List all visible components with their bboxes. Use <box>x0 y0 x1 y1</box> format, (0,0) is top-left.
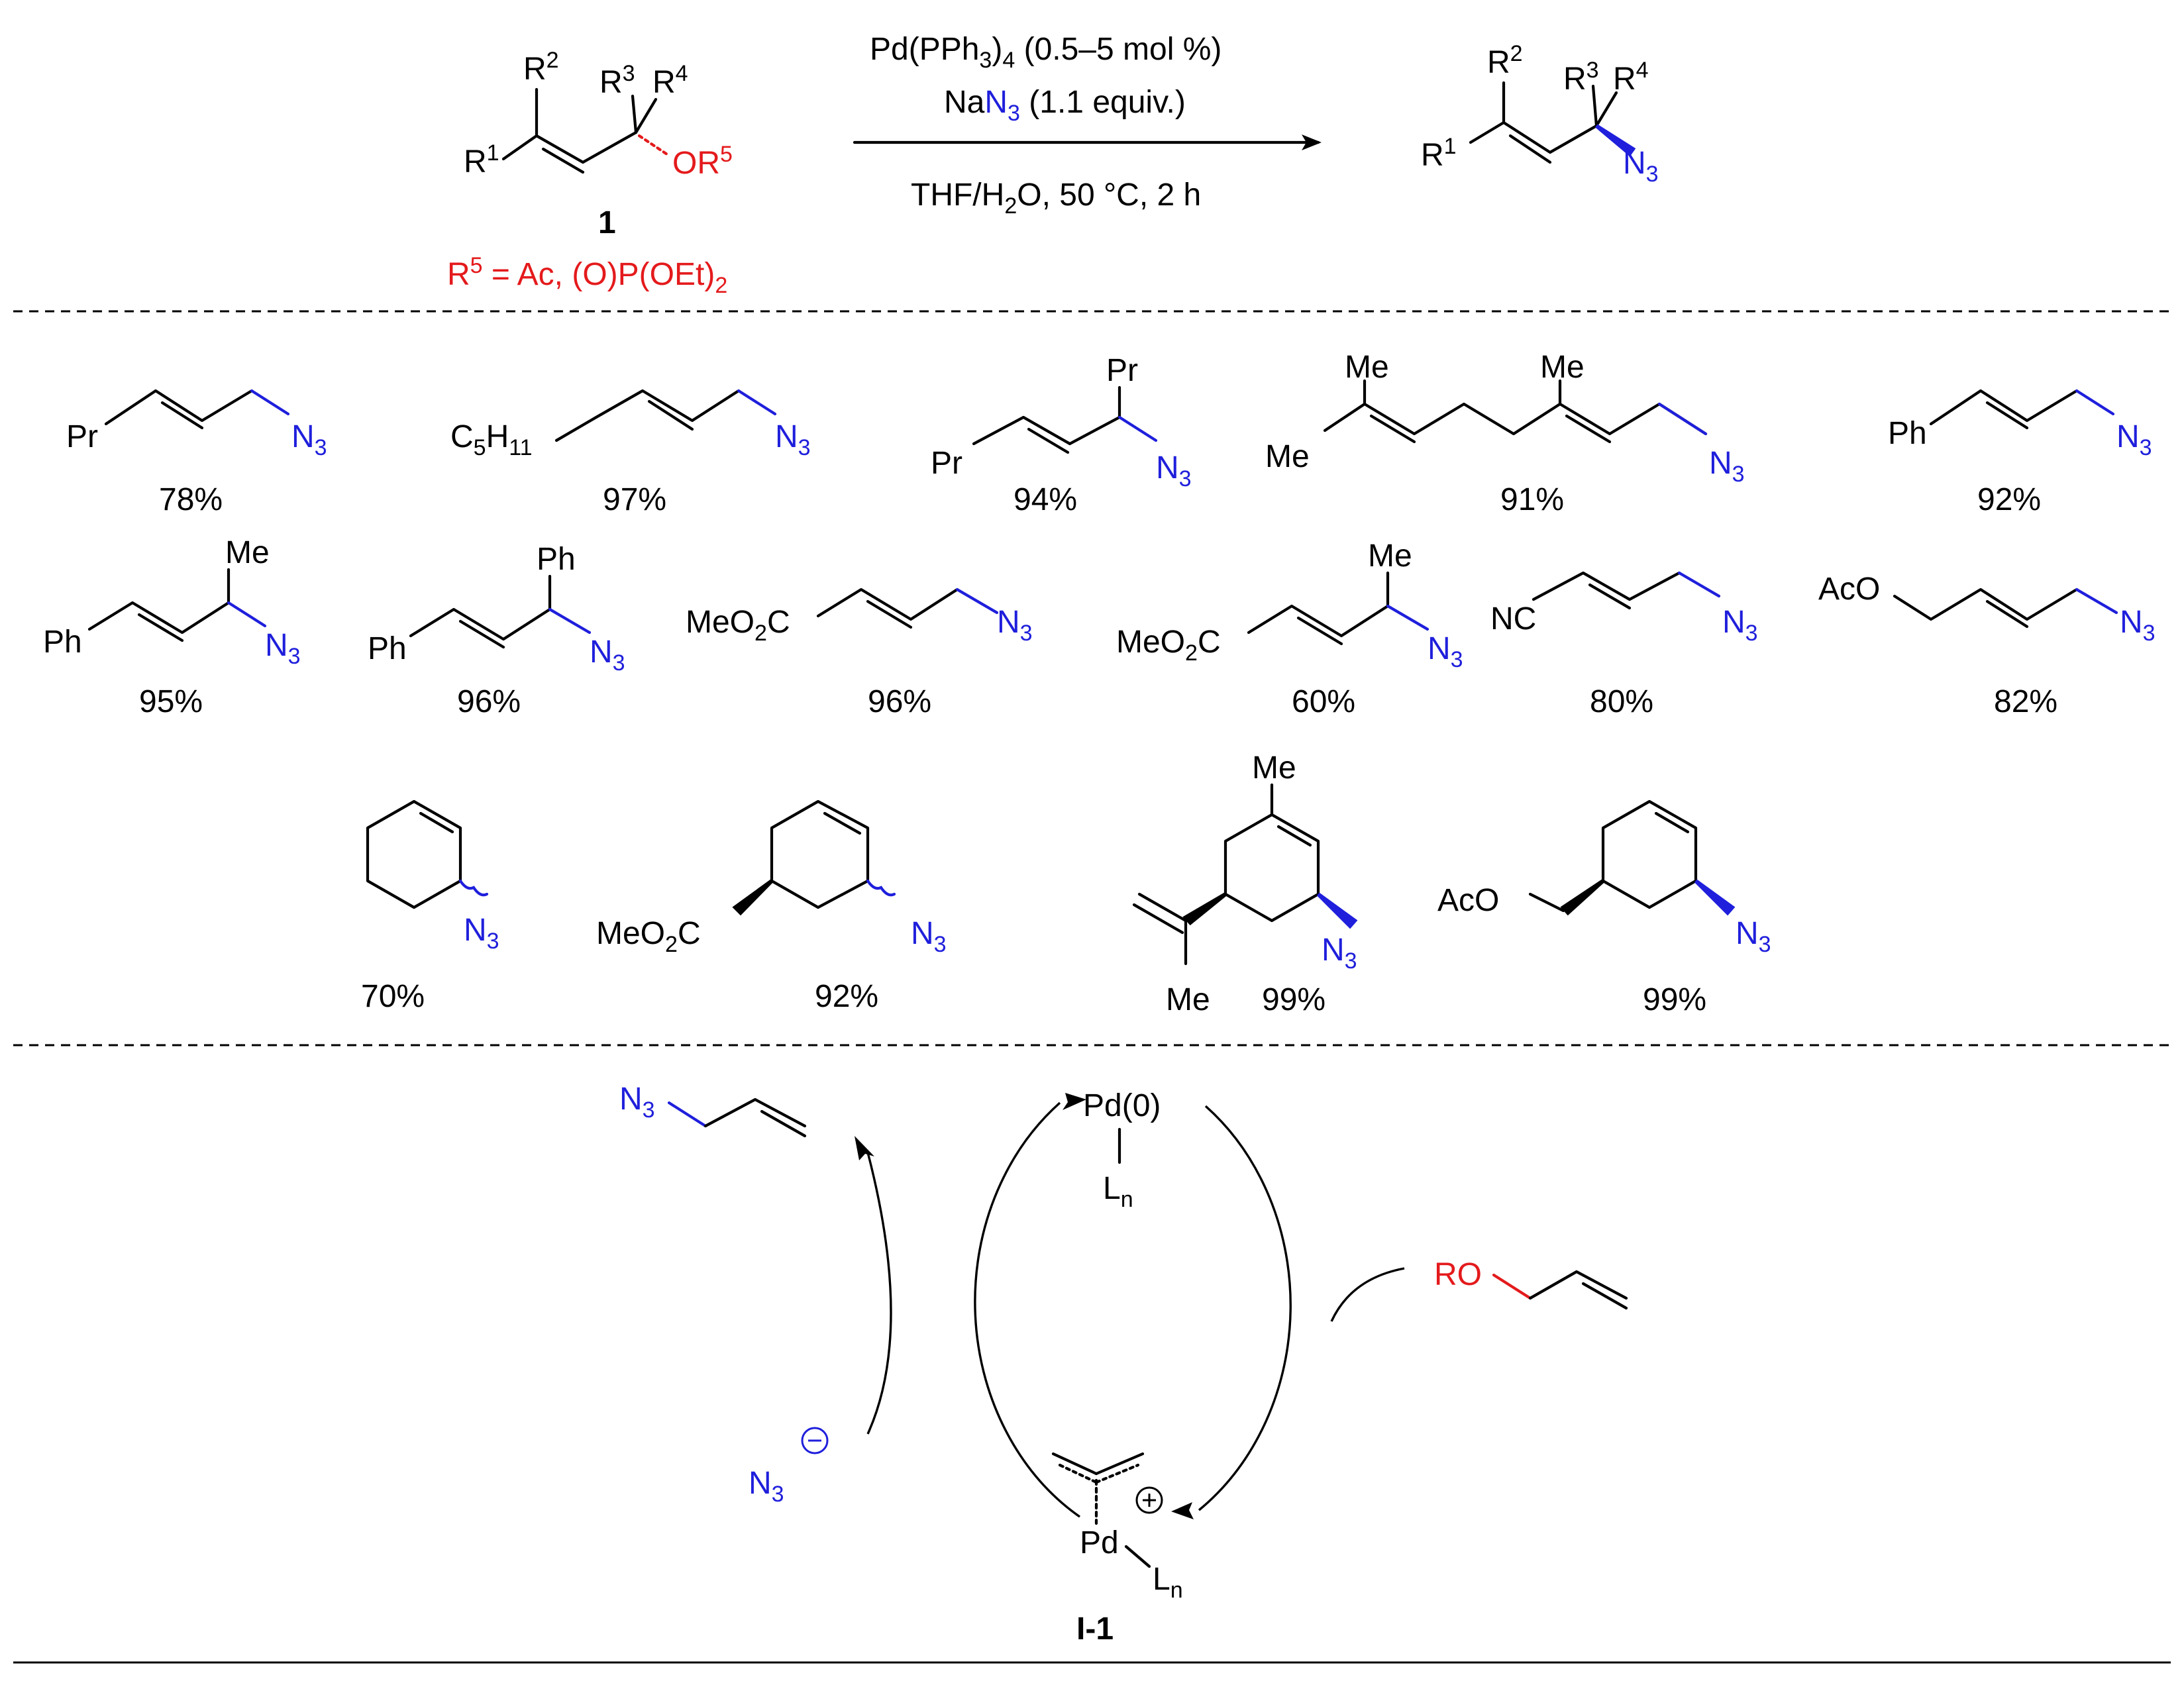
svg-text:N3: N3 <box>911 916 947 957</box>
yield: 96% <box>457 684 521 719</box>
yield: 95% <box>139 684 203 719</box>
svg-text:N3: N3 <box>1156 450 1192 491</box>
svg-text:R1: R1 <box>464 140 499 179</box>
svg-text:R1: R1 <box>1421 134 1457 173</box>
svg-text:C5H11: C5H11 <box>450 419 533 460</box>
svg-text:Pr: Pr <box>66 419 98 454</box>
starting-material: R1 R2 R3 R4 OR5 1 R5 = Ac, (O)P(OEt)2 <box>447 48 733 298</box>
catalyst-label: Pd(0) <box>1083 1088 1161 1123</box>
svg-text:N3: N3 <box>1322 933 1357 974</box>
svg-text:N3: N3 <box>265 628 301 669</box>
svg-text:Ln: Ln <box>1103 1171 1133 1212</box>
svg-text:Me: Me <box>1252 750 1296 786</box>
svg-text:Me: Me <box>1166 982 1210 1017</box>
svg-text:N3: N3 <box>2120 605 2156 646</box>
yield: 99% <box>1262 982 1326 1017</box>
svg-text:Me: Me <box>1540 350 1585 385</box>
svg-text:Pr: Pr <box>931 446 962 481</box>
yield: 82% <box>1994 684 2057 719</box>
yield: 60% <box>1292 684 1355 719</box>
yield: 91% <box>1500 482 1564 517</box>
svg-text:THF/H2O, 50 °C, 2 h: THF/H2O, 50 °C, 2 h <box>911 178 1201 219</box>
scope-entry-13: MeO2C N3 92% <box>596 799 947 1014</box>
svg-text:N3: N3 <box>2116 419 2152 460</box>
yield: 94% <box>1014 482 1077 517</box>
yield: 96% <box>868 684 931 719</box>
svg-text:N3: N3 <box>1709 446 1745 487</box>
svg-text:N3: N3 <box>1722 605 1758 646</box>
svg-text:Ph: Ph <box>1888 416 1927 451</box>
svg-text:Pr: Pr <box>1106 353 1138 388</box>
svg-text:R5 = Ac, (O)P(OEt)2: R5 = Ac, (O)P(OEt)2 <box>447 253 727 298</box>
scope-entry-15: AcO N3 99% <box>1437 799 1771 1017</box>
yield: 92% <box>815 979 878 1014</box>
svg-text:AcO: AcO <box>1437 883 1499 918</box>
yield: 97% <box>603 482 666 517</box>
svg-text:Ph: Ph <box>537 542 576 577</box>
svg-text:N3: N3 <box>590 635 625 676</box>
scope-entry-10: NC N3 80% <box>1490 571 1758 719</box>
scope-entry-11: AcO N3 82% <box>1818 572 2156 719</box>
svg-text:N3: N3 <box>1428 631 1463 672</box>
yield: 70% <box>361 979 425 1014</box>
yield: 92% <box>1977 482 2041 517</box>
catalytic-cycle: Pd(0) Ln RO N3 N3 Pd Ln I-1 <box>619 1082 1628 1647</box>
scope-entry-8: MeO2C N3 96% <box>686 587 1033 719</box>
yield: 99% <box>1643 982 1706 1017</box>
svg-text:N3: N3 <box>464 913 499 954</box>
intermediate-label: I-1 <box>1076 1611 1114 1647</box>
svg-text:Ph: Ph <box>43 625 82 660</box>
svg-text:MeO2C: MeO2C <box>1116 625 1221 666</box>
substrate-group: RO <box>1434 1257 1482 1292</box>
nucleophile-label: N3 <box>749 1466 784 1507</box>
svg-text:AcO: AcO <box>1818 572 1880 607</box>
svg-text:N3: N3 <box>619 1082 655 1123</box>
svg-text:Ln: Ln <box>1153 1562 1183 1603</box>
svg-text:Pd: Pd <box>1080 1525 1119 1560</box>
product-general: R1 R2 R3 R4 N3 <box>1421 41 1659 187</box>
svg-text:NaN3 (1.1 equiv.): NaN3 (1.1 equiv.) <box>944 85 1186 126</box>
scope-entry-3: Pr Pr N3 94% <box>931 353 1192 517</box>
svg-text:NC: NC <box>1490 601 1536 637</box>
yield: 78% <box>159 482 223 517</box>
compound-number: 1 <box>598 205 616 240</box>
scope-entry-12: N3 70% <box>361 799 499 1014</box>
svg-text:Me: Me <box>1265 439 1310 474</box>
svg-text:R4: R4 <box>652 61 688 100</box>
svg-text:Pd(PPh3)4 (0.5–5 mol %): Pd(PPh3)4 (0.5–5 mol %) <box>870 32 1222 73</box>
yield: 80% <box>1590 684 1653 719</box>
scope-entry-1: Pr N3 78% <box>66 389 327 517</box>
svg-text:R2: R2 <box>1487 41 1523 80</box>
scope-entry-4: Me Me Me N3 91% <box>1265 350 1745 517</box>
svg-text:Me: Me <box>225 535 270 570</box>
scope-entry-6: Ph Me N3 95% <box>43 535 301 719</box>
svg-text:Ph: Ph <box>368 631 407 666</box>
svg-text:OR5: OR5 <box>672 142 733 181</box>
scope-entry-5: Ph N3 92% <box>1888 389 2152 517</box>
svg-text:Me: Me <box>1368 538 1412 574</box>
svg-text:N3: N3 <box>1736 916 1771 957</box>
svg-text:Me: Me <box>1345 350 1389 385</box>
svg-text:R2: R2 <box>523 48 559 87</box>
svg-text:N3: N3 <box>291 419 327 460</box>
svg-text:MeO2C: MeO2C <box>686 605 790 646</box>
reaction-arrow: Pd(PPh3)4 (0.5–5 mol %) NaN3 (1.1 equiv.… <box>853 32 1322 219</box>
svg-text:N3: N3 <box>775 419 811 460</box>
scope-entry-2: C5H11 N3 97% <box>450 389 811 517</box>
svg-text:R4: R4 <box>1613 58 1649 97</box>
scope-entry-14: Me Me N3 99% <box>1132 750 1358 1017</box>
scope-entry-9: MeO2C Me N3 60% <box>1116 538 1463 719</box>
svg-text:N3: N3 <box>997 605 1033 646</box>
scope-entry-7: Ph Ph N3 96% <box>368 542 625 719</box>
svg-text:R3: R3 <box>599 61 635 100</box>
svg-text:MeO2C: MeO2C <box>596 916 701 957</box>
svg-text:N3: N3 <box>1623 146 1659 187</box>
